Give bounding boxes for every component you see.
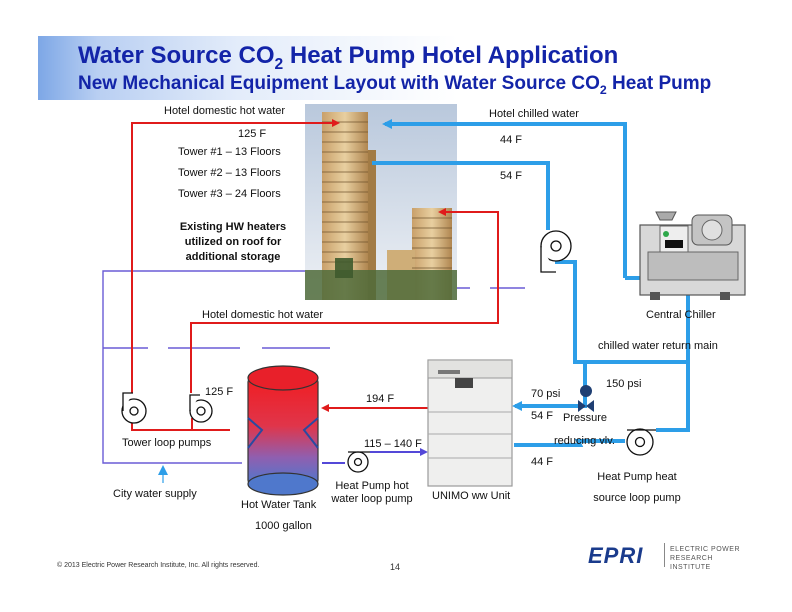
label-tower-1: Tower #1 – 13 Floors: [178, 146, 281, 158]
label-hot-water-tank: Hot Water Tank: [241, 499, 317, 511]
heat-pump-hot-water-pump: [347, 451, 370, 473]
chilled-water-pump: [540, 230, 572, 273]
label-pressure: Pressure: [563, 412, 608, 424]
label-temp-194: 194 F: [366, 393, 395, 405]
hot-water-tank: [247, 365, 319, 496]
label-hp-hot-water-pump: Heat Pump hot water loop pump: [331, 480, 413, 505]
unimo-heat-pump-unit: [427, 359, 513, 487]
copyright-footer: © 2013 Electric Power Research Institute…: [57, 562, 260, 569]
label-temp-44-top: 44 F: [500, 134, 523, 146]
epri-logo-word: EPRI: [588, 543, 644, 568]
label-hotel-chilled-water: Hotel chilled water: [489, 108, 579, 120]
pressure-reducing-valve: [578, 385, 594, 412]
label-temp-54-right: 54 F: [531, 410, 554, 422]
label-hotel-dhw-mid: Hotel domestic hot water: [202, 309, 324, 321]
label-temp-125-mid: 125 F: [205, 386, 234, 398]
label-central-chiller: Central Chiller: [646, 309, 716, 321]
label-chilled-water-return: chilled water return main: [598, 340, 718, 352]
label-tower-3: Tower #3 – 24 Floors: [178, 188, 281, 200]
label-hotel-dhw-top: Hotel domestic hot water: [164, 105, 286, 117]
label-city-water-supply: City water supply: [113, 488, 197, 500]
label-psi-150: 150 psi: [606, 378, 642, 390]
label-tank-size: 1000 gallon: [255, 520, 312, 532]
label-tower-loop-pumps: Tower loop pumps: [122, 437, 212, 449]
label-unimo-unit: UNIMO ww Unit: [432, 490, 511, 502]
label-reducing-valve: reducing vlv.: [554, 435, 615, 447]
label-temp-54-top: 54 F: [500, 170, 523, 182]
slide-subtitle: New Mechanical Equipment Layout with Wat…: [78, 73, 712, 97]
tower-loop-pump-2: [189, 394, 213, 423]
label-tower-2: Tower #2 – 13 Floors: [178, 167, 281, 179]
central-chiller: [639, 211, 746, 300]
page-number: 14: [390, 562, 401, 572]
hot-water-lines: [131, 119, 499, 431]
tower-loop-pump-1: [121, 392, 147, 424]
label-temp-125-top: 125 F: [238, 128, 267, 140]
building-boundary-lines: [102, 270, 525, 464]
slide-title: Water Source CO2 Heat Pump Hotel Applica…: [78, 42, 619, 73]
heat-pump-water-loop: [322, 452, 426, 464]
label-temp-115-140: 115 – 140 F: [364, 438, 422, 450]
label-hp-source-loop-pump: Heat Pump heat source loop pump: [593, 471, 681, 504]
logo-divider: [664, 543, 665, 567]
chilled-water-lines: [372, 119, 690, 447]
heat-source-loop-pump: [626, 428, 656, 456]
label-temp-44-right: 44 F: [531, 456, 554, 468]
hotel-building-photo: [305, 104, 457, 300]
label-psi-70: 70 psi: [531, 388, 561, 400]
title-band: [38, 36, 792, 100]
label-existing-hw-heaters: Existing HW heaters utilized on roof for…: [179, 221, 287, 263]
